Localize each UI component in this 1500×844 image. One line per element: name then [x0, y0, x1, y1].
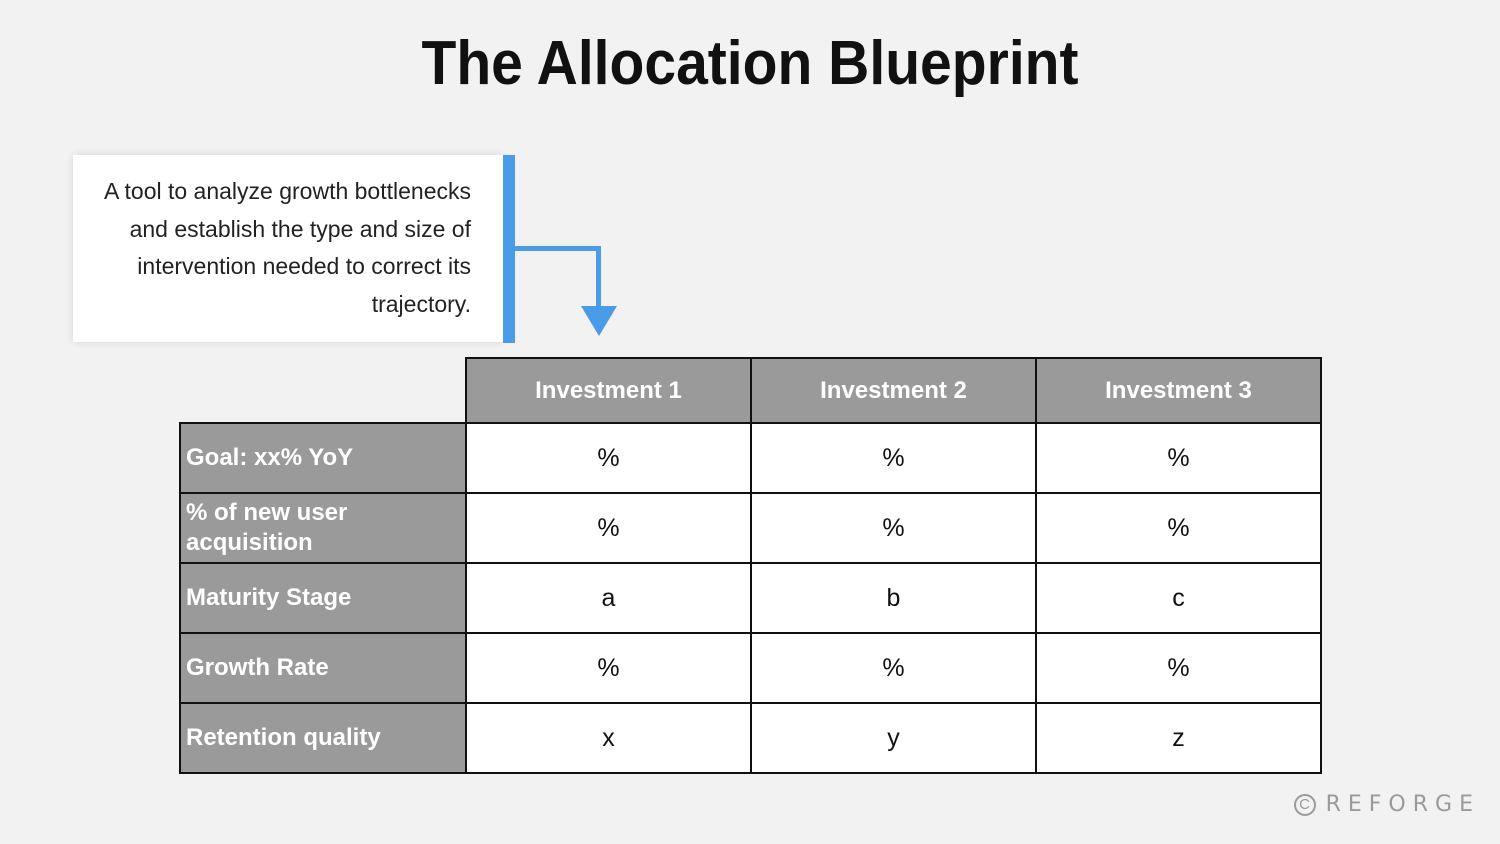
row-header-growth-rate: Growth Rate	[179, 632, 467, 704]
allocation-table: Investment 1 Investment 2 Investment 3 G…	[179, 357, 1322, 774]
row-header-maturity-stage: Maturity Stage	[179, 562, 467, 634]
callout-accent-bar	[503, 155, 515, 343]
brand-footer: C REFORGE	[1293, 792, 1480, 817]
table-header-row: Investment 1 Investment 2 Investment 3	[180, 357, 1322, 424]
table-cell: %	[465, 632, 752, 704]
column-header-investment-2: Investment 2	[750, 357, 1037, 424]
connector-arrow-vertical	[596, 246, 601, 308]
table-cell: y	[750, 702, 1037, 774]
row-header-new-user-acquisition: % of new user acquisition	[179, 492, 467, 564]
table-cell: %	[1035, 492, 1322, 564]
table-cell: %	[465, 422, 752, 494]
table-cell: x	[465, 702, 752, 774]
page-title: The Allocation Blueprint	[421, 29, 1079, 98]
table-cell: %	[1035, 422, 1322, 494]
arrow-down-icon	[581, 306, 617, 336]
table-row: Growth Rate % % %	[179, 632, 1322, 704]
table-cell: z	[1035, 702, 1322, 774]
brand-name: REFORGE	[1325, 792, 1480, 817]
table-row: Retention quality x y z	[179, 702, 1322, 774]
row-header-goal: Goal: xx% YoY	[179, 422, 467, 494]
copyright-icon: C	[1293, 793, 1316, 816]
table-row: % of new user acquisition % % %	[179, 492, 1322, 564]
table-row: Goal: xx% YoY % % %	[179, 422, 1322, 494]
table-cell: %	[750, 632, 1037, 704]
table-cell: a	[465, 562, 752, 634]
description-callout: A tool to analyze growth bottlenecks and…	[73, 155, 503, 342]
table-cell: b	[750, 562, 1037, 634]
column-header-investment-3: Investment 3	[1035, 357, 1322, 424]
table-cell: %	[465, 492, 752, 564]
table-cell: %	[750, 492, 1037, 564]
row-header-retention-quality: Retention quality	[179, 702, 467, 774]
column-header-investment-1: Investment 1	[465, 357, 752, 424]
table-cell: %	[1035, 632, 1322, 704]
callout-text: A tool to analyze growth bottlenecks and…	[104, 178, 471, 317]
connector-arrow-horizontal	[515, 246, 601, 251]
table-cell: c	[1035, 562, 1322, 634]
table-cell: %	[750, 422, 1037, 494]
table-corner	[180, 358, 466, 423]
table-row: Maturity Stage a b c	[179, 562, 1322, 634]
